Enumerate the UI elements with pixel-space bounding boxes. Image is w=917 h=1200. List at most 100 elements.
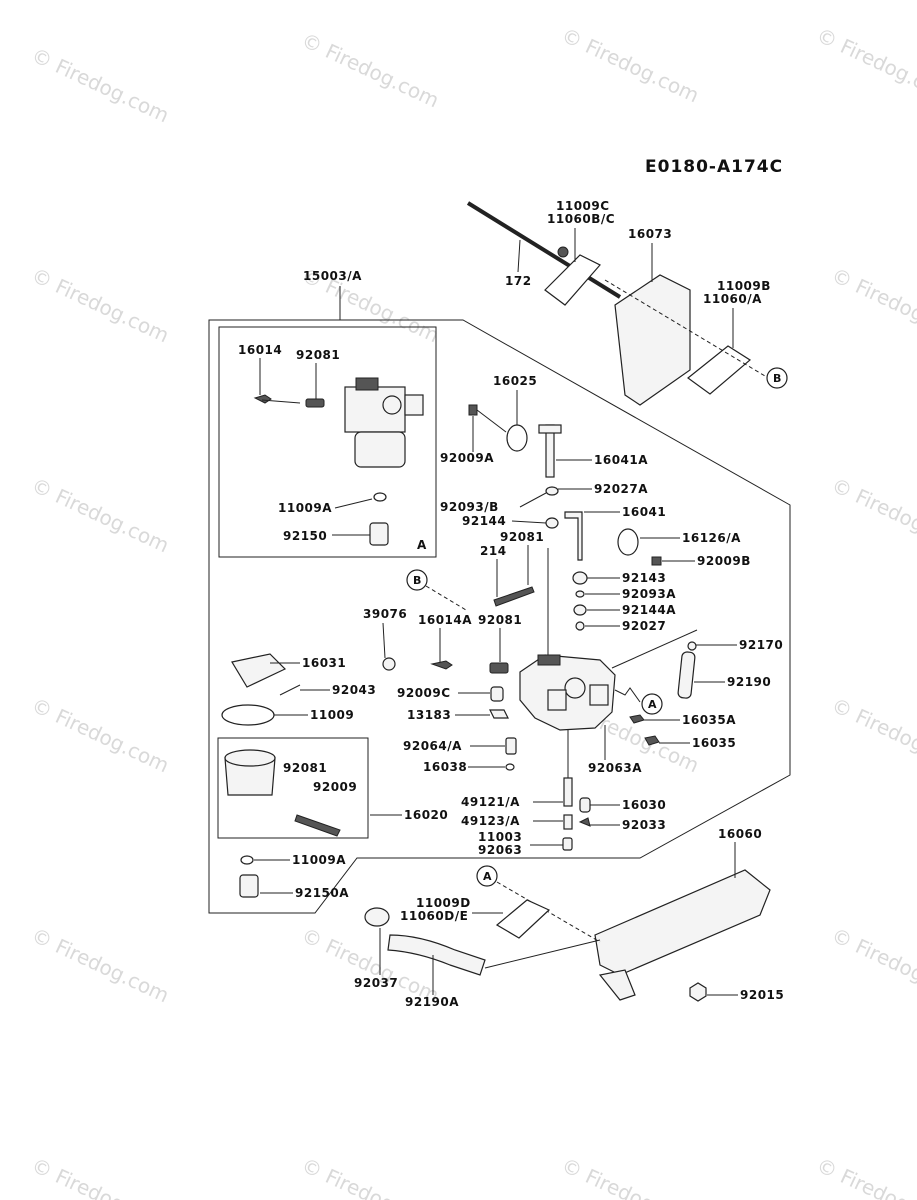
part-label-11009: 11009	[310, 708, 354, 722]
hose-92190a-illustration	[387, 934, 486, 976]
subassembly-box-a	[218, 326, 437, 558]
watermark: © Firedog.com	[298, 1153, 443, 1200]
cap-39076-illustration	[382, 657, 396, 671]
watermark: © Firedog.com	[813, 23, 917, 108]
subassembly-a-tag: A	[417, 538, 427, 552]
choke-shaft-16041-illustration	[564, 511, 583, 561]
part-label-92170: 92170	[739, 638, 783, 652]
part-label-11009a: 11009A	[278, 501, 332, 515]
leader-line	[511, 520, 547, 524]
part-label-92150a: 92150A	[295, 886, 349, 900]
spring-92081-illustration	[305, 398, 325, 408]
callout-a-mid	[641, 693, 663, 715]
air-cleaner-16060-illustration	[594, 869, 771, 976]
watermark: © Firedog.com	[813, 1153, 917, 1200]
part-label-16060: 16060	[718, 827, 762, 841]
o-ring-16038-illustration	[505, 763, 515, 771]
watermark: © Firedog.com	[28, 473, 173, 558]
part-label-15003a: 15003/A	[303, 269, 362, 283]
part-label-92081-c: 92081	[478, 613, 522, 627]
alignment-line	[425, 585, 467, 611]
watermark: © Firedog.com	[558, 23, 703, 108]
leader-line	[517, 239, 521, 273]
float-bowl-rim	[224, 749, 276, 767]
clamp-92037-illustration	[364, 907, 390, 927]
part-label-92144: 92144	[462, 514, 506, 528]
part-label-16035: 16035	[692, 736, 736, 750]
callout-b	[766, 367, 788, 389]
part-label-92009b: 92009B	[697, 554, 751, 568]
valve-49123a-illustration	[563, 814, 573, 830]
leader-line	[382, 622, 386, 659]
part-label-92015: 92015	[740, 988, 784, 1002]
watermark: © Firedog.com	[828, 473, 917, 558]
part-label-92064a: 92064/A	[403, 739, 462, 753]
gasket-11060de-illustration	[495, 899, 551, 939]
screw-16014-illustration	[253, 394, 272, 404]
subassembly-box-bowl	[217, 737, 369, 839]
part-label-92093a: 92093A	[622, 587, 676, 601]
part-label-11009c: 11009C	[556, 199, 610, 213]
washer-92027-illustration	[575, 621, 585, 631]
washer-92093b-illustration	[545, 486, 559, 496]
alignment-line	[604, 279, 766, 377]
callout-a-bottom-label: A	[483, 870, 492, 883]
watermark: © Firedog.com	[28, 693, 173, 778]
screw-92063-illustration	[562, 837, 573, 851]
leader-line	[611, 629, 698, 669]
spring-92144a-illustration	[573, 604, 587, 616]
watermark: © Firedog.com	[828, 693, 917, 778]
guide-line	[484, 939, 601, 969]
part-label-16038: 16038	[423, 760, 467, 774]
watermark: © Firedog.com	[28, 43, 173, 128]
diagram-code: E0180-A174C	[645, 157, 783, 177]
gasket-11009a-b-illustration	[240, 855, 254, 865]
part-label-214: 214	[480, 544, 507, 558]
part-label-16031: 16031	[302, 656, 346, 670]
part-label-16126a: 16126/A	[682, 531, 741, 545]
part-label-16014: 16014	[238, 343, 282, 357]
spring-92081c-illustration	[489, 662, 509, 674]
bolt-92150a-illustration	[239, 874, 259, 898]
part-label-92063: 92063	[478, 843, 522, 857]
callout-b-mid	[406, 569, 428, 591]
part-label-92027: 92027	[622, 619, 666, 633]
gasket-11009a-illustration	[373, 492, 387, 502]
part-label-11009b: 11009B	[717, 279, 771, 293]
part-label-11009d: 11009D	[416, 896, 471, 910]
part-label-11009a-b: 11009A	[292, 853, 346, 867]
callout-a-mid-label: A	[648, 698, 657, 711]
callout-b-mid-label: B	[413, 574, 421, 587]
carburetor-body-illustration	[519, 654, 616, 731]
screw-92009a-illustration	[468, 404, 478, 416]
part-label-92033: 92033	[622, 818, 666, 832]
part-label-16041a: 16041A	[594, 453, 648, 467]
part-label-92037: 92037	[354, 976, 398, 990]
alignment-line	[496, 881, 601, 943]
leader-line	[614, 687, 641, 703]
part-label-16025: 16025	[493, 374, 537, 388]
watermark: © Firedog.com	[558, 1153, 703, 1200]
throttle-valve-16025-illustration	[506, 424, 528, 452]
bracket-16031-illustration	[231, 653, 287, 688]
part-label-92190: 92190	[727, 675, 771, 689]
nut-92143-illustration	[572, 571, 588, 585]
carburetor-subassembly-illustration	[344, 377, 424, 468]
part-label-92081-b: 92081	[500, 530, 544, 544]
part-label-92009c: 92009C	[397, 686, 451, 700]
gasket-11009-illustration	[221, 704, 275, 726]
part-label-11060bc: 11060B/C	[547, 212, 615, 226]
part-label-92027a: 92027A	[594, 482, 648, 496]
part-label-16020: 16020	[404, 808, 448, 822]
part-label-92081-d: 92081	[283, 761, 327, 775]
callout-b-label: B	[773, 372, 781, 385]
jet-92064a-illustration	[505, 737, 517, 755]
part-label-92190a: 92190A	[405, 995, 459, 1009]
screw-16035-illustration	[644, 735, 660, 746]
leader-line	[279, 684, 301, 696]
needle-49121a-illustration	[563, 777, 573, 807]
part-label-92143: 92143	[622, 571, 666, 585]
part-label-92144a: 92144A	[622, 603, 676, 617]
part-label-172: 172	[505, 274, 532, 288]
